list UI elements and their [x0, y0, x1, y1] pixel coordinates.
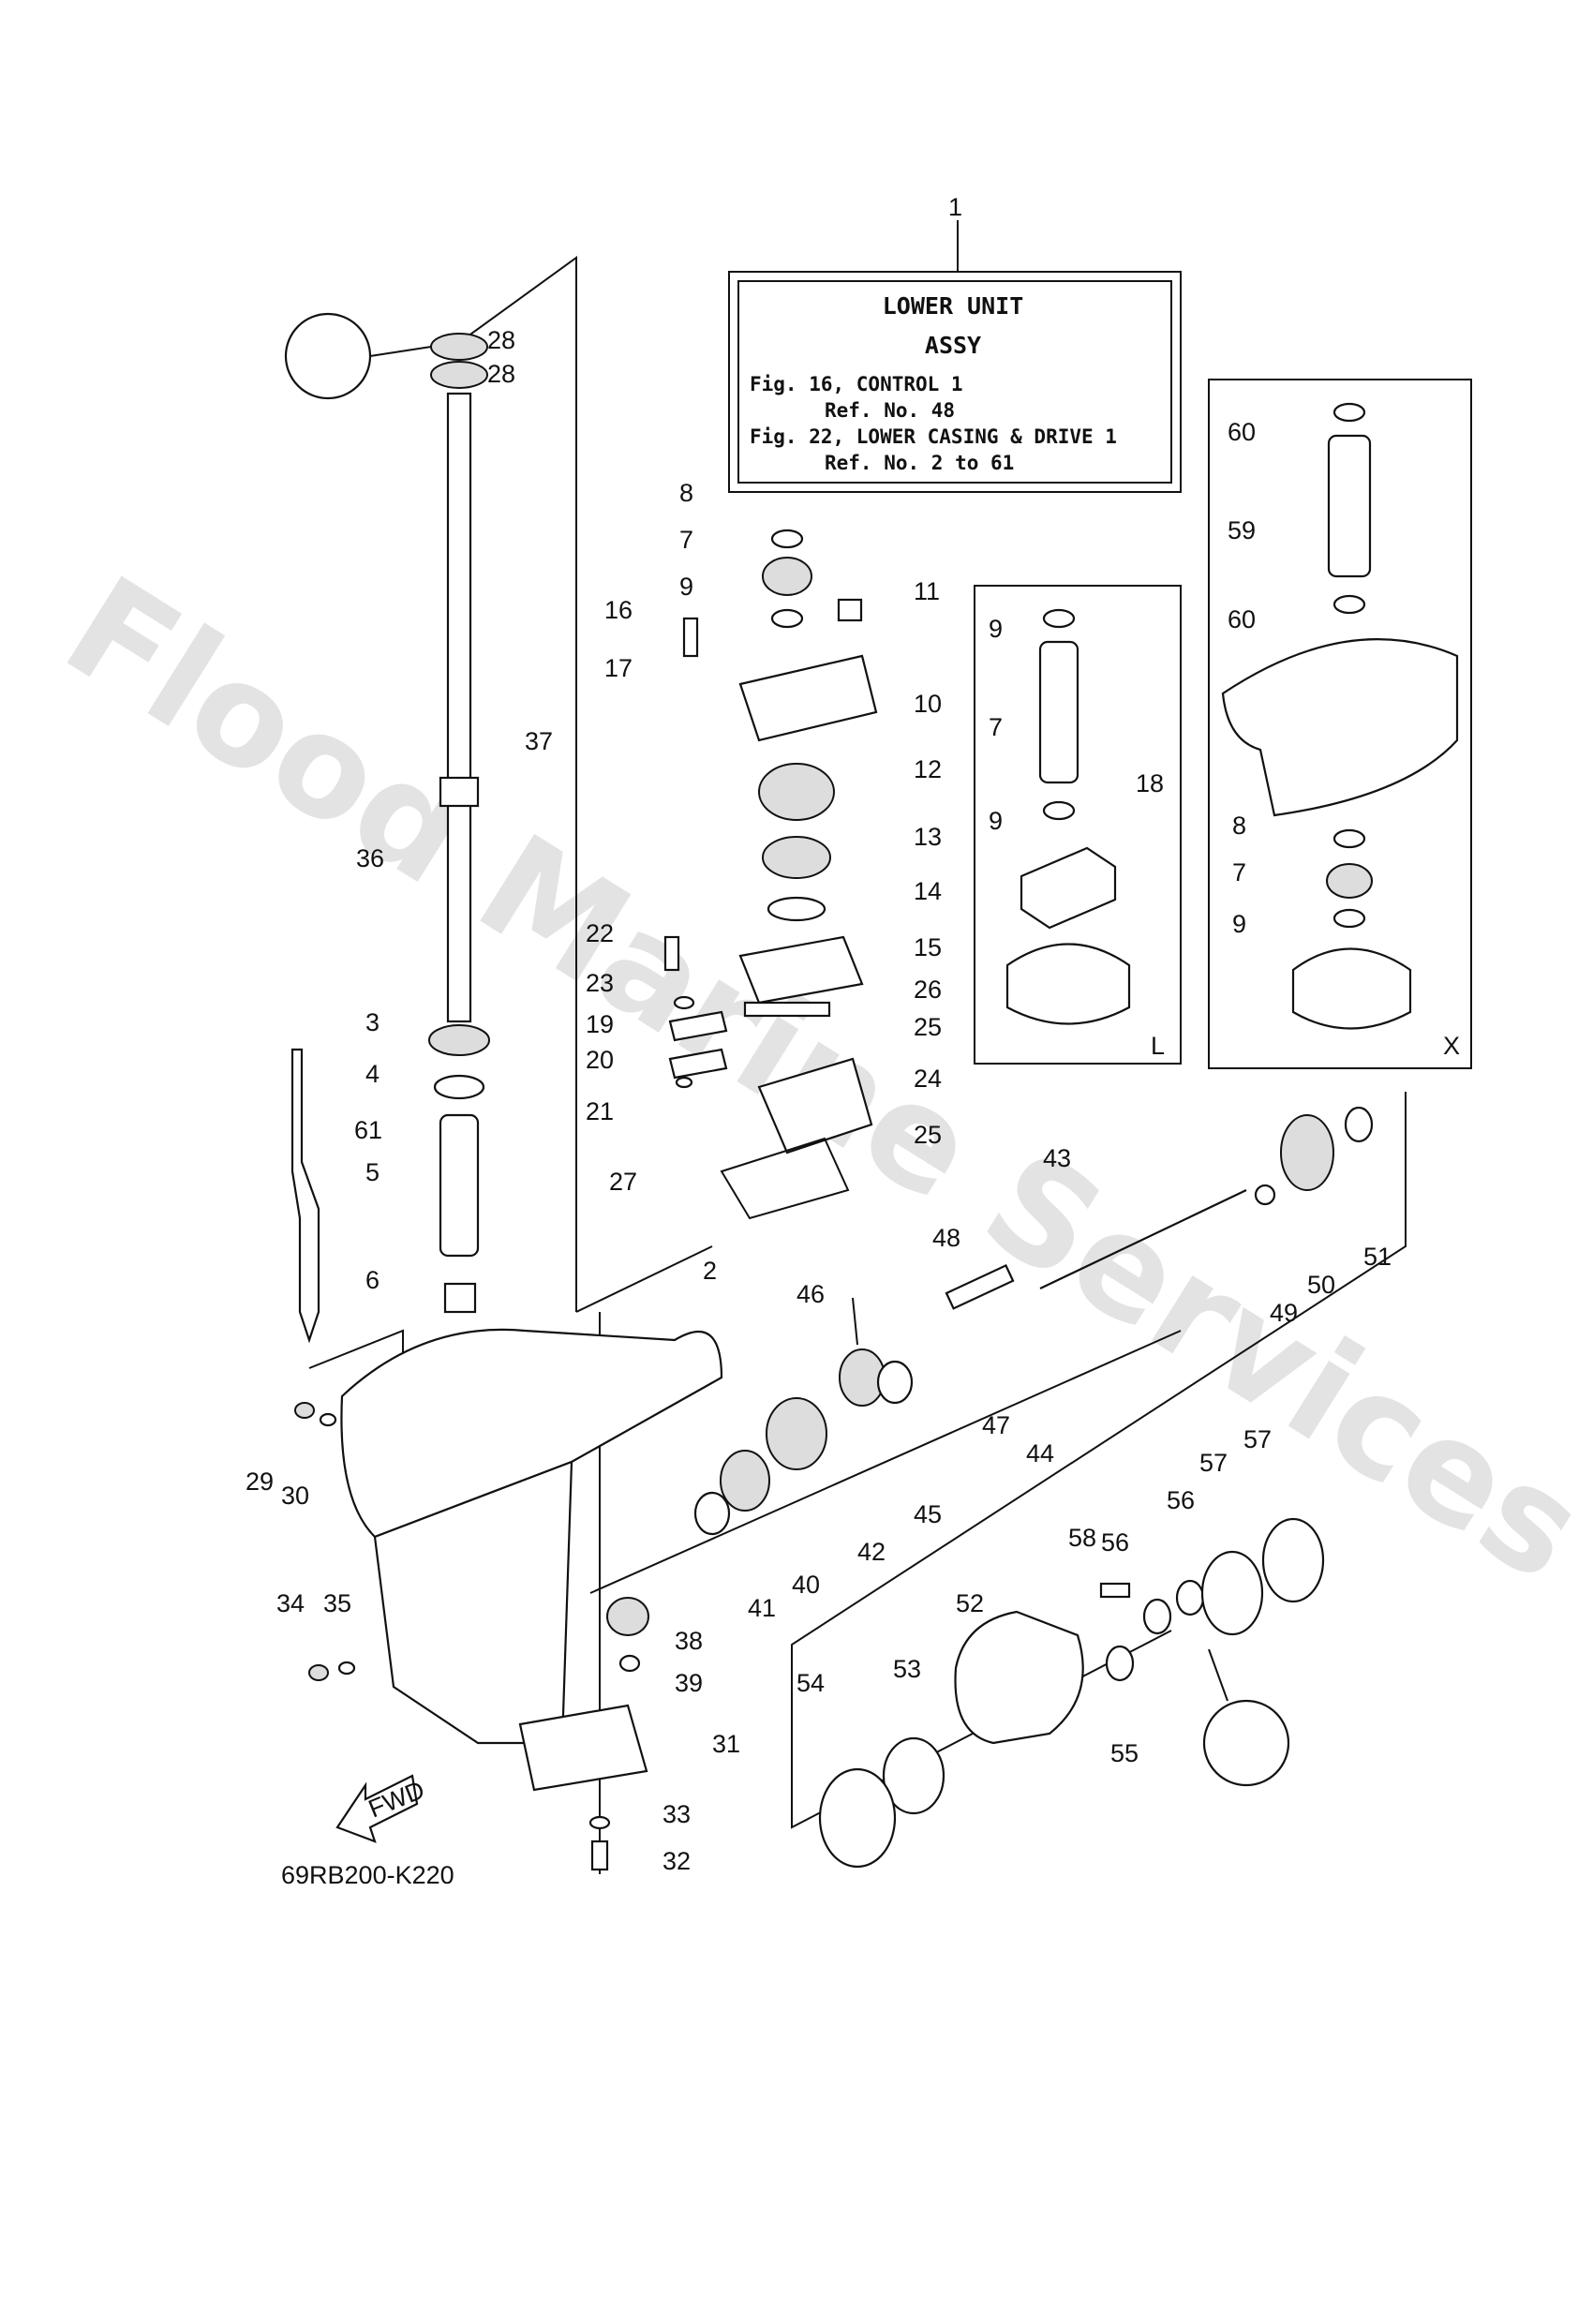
- callout-label: 53: [893, 1655, 921, 1683]
- callout-label: 2: [703, 1257, 717, 1285]
- callout-label: 20: [586, 1046, 614, 1074]
- info-box-line1: Fig. 16, CONTROL 1: [750, 373, 963, 395]
- callout-label: 3: [365, 1008, 380, 1036]
- callout-label: 10: [914, 690, 942, 718]
- callout-label: 47: [982, 1411, 1010, 1439]
- callout-label: 57: [1243, 1425, 1272, 1453]
- callout-label: 49: [1270, 1299, 1298, 1327]
- callout-label: 9: [989, 807, 1003, 835]
- callout-label: 24: [914, 1065, 942, 1093]
- callout-label: 31: [712, 1730, 740, 1758]
- callout-label: 60: [1228, 605, 1256, 633]
- drive-shaft-assembly: [284, 312, 490, 1314]
- callout-label: 42: [857, 1538, 886, 1566]
- callout-label: 18: [1136, 769, 1164, 797]
- callout-label: 4: [365, 1060, 380, 1088]
- callout-label: 52: [956, 1589, 984, 1617]
- callout-label: 26: [914, 976, 942, 1004]
- inset-x: X: [1208, 379, 1472, 1069]
- callout-label: 15: [914, 933, 942, 961]
- info-box-subtitle: ASSY: [925, 332, 981, 359]
- callout-label: 39: [675, 1669, 703, 1697]
- callout-label: 28: [487, 360, 515, 388]
- callout-label: 14: [914, 877, 942, 905]
- callout-label: 25: [914, 1013, 942, 1041]
- water-pump-assembly: [663, 529, 878, 1220]
- frame-lines: [308, 256, 1407, 1874]
- callout-label: 12: [914, 755, 942, 783]
- callout-label: 6: [365, 1266, 380, 1294]
- callout-label: 7: [989, 713, 1003, 741]
- callout-label: 37: [525, 727, 553, 755]
- callout-label: 57: [1199, 1449, 1228, 1477]
- callout-label: 50: [1307, 1271, 1335, 1299]
- callout-label: 27: [609, 1168, 637, 1196]
- info-box-line2: Ref. No. 48: [825, 399, 955, 422]
- callout-label: 21: [586, 1097, 614, 1125]
- fwd-arrow: FWD: [335, 1774, 428, 1843]
- callout-label: 55: [1110, 1739, 1139, 1767]
- callout-label: 23: [586, 969, 614, 997]
- callout-label: 45: [914, 1500, 942, 1528]
- inset-l: L: [974, 585, 1182, 1065]
- callout-label: 54: [796, 1669, 825, 1697]
- callout-label: 51: [1363, 1243, 1392, 1271]
- inset-x-corner-label: X: [1443, 1032, 1460, 1060]
- info-box-title: LOWER UNIT: [883, 292, 1024, 320]
- callout-label: 7: [1232, 858, 1246, 886]
- callout-label: 34: [276, 1589, 305, 1617]
- callout-label: 56: [1167, 1486, 1195, 1514]
- callout-label: 17: [604, 654, 633, 682]
- callout-label: 5: [365, 1158, 380, 1186]
- info-box: 1 LOWER UNIT ASSY Fig. 16, CONTROL 1 Ref…: [728, 193, 1182, 493]
- callout-label: 56: [1101, 1528, 1129, 1557]
- callout-label: 36: [356, 844, 384, 872]
- callout-label: 44: [1026, 1439, 1054, 1467]
- callout-label: 19: [586, 1010, 614, 1038]
- callout-label: 28: [487, 326, 515, 354]
- info-box-line3: Fig. 22, LOWER CASING & DRIVE 1: [750, 425, 1117, 448]
- callout-label: 22: [586, 919, 614, 947]
- callout-label: 30: [281, 1482, 309, 1510]
- propshaft-assembly: [693, 1106, 1374, 1869]
- callout-label: 9: [679, 573, 693, 601]
- callout-label: 13: [914, 823, 942, 851]
- lower-casing: [294, 1328, 723, 1871]
- callout-label: 33: [662, 1800, 691, 1828]
- callout-label: 35: [323, 1589, 351, 1617]
- callout-label: 32: [662, 1847, 691, 1875]
- callout-label: 46: [796, 1280, 825, 1308]
- diagram-code: 69RB200-K220: [281, 1861, 454, 1889]
- callout-label: 59: [1228, 516, 1256, 544]
- callout-label: 41: [748, 1594, 776, 1622]
- callout-label: 43: [1043, 1144, 1071, 1172]
- callout-label: 29: [246, 1467, 274, 1496]
- callout-label: 9: [1232, 910, 1246, 938]
- callout-label: 25: [914, 1121, 942, 1149]
- callout-label: 40: [792, 1571, 820, 1599]
- callout-label: 61: [354, 1116, 382, 1144]
- callout-label: 48: [932, 1224, 960, 1252]
- callout-label: 16: [604, 596, 633, 624]
- callout-label: 8: [679, 479, 693, 507]
- callout-label: 7: [679, 526, 693, 554]
- info-box-line4: Ref. No. 2 to 61: [825, 452, 1014, 474]
- info-box-callout: 1: [948, 193, 962, 221]
- callout-label: 11: [914, 577, 940, 605]
- water-tube: [290, 1048, 320, 1344]
- callout-label: 8: [1232, 812, 1246, 840]
- callout-label: 58: [1068, 1524, 1096, 1552]
- callout-label: 9: [989, 615, 1003, 643]
- inset-l-corner-label: L: [1151, 1032, 1165, 1060]
- callout-label: 38: [675, 1627, 703, 1655]
- callout-label: 60: [1228, 418, 1256, 446]
